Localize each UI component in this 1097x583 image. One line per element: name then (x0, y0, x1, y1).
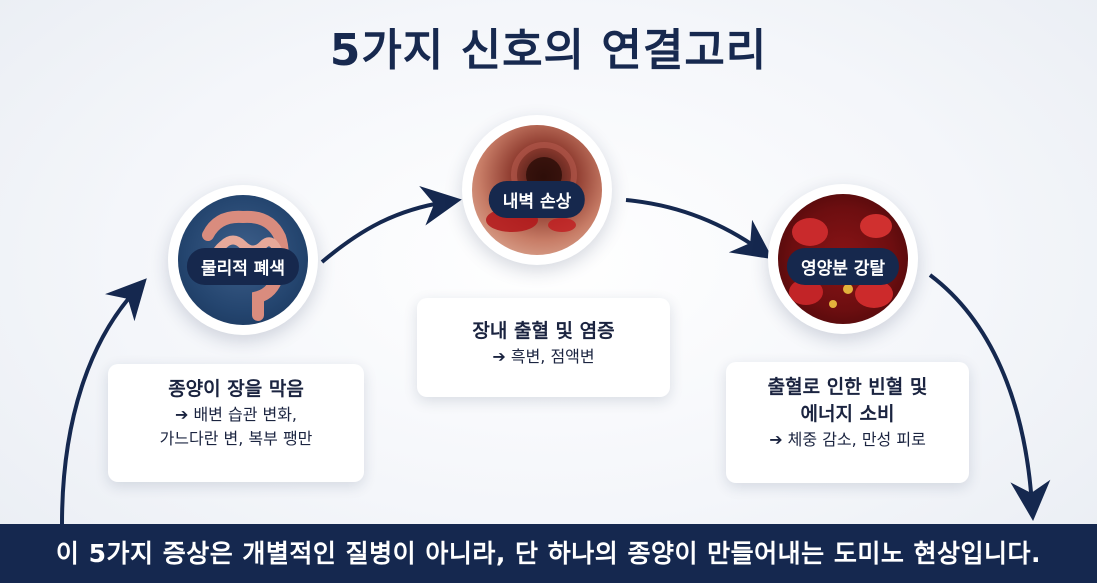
node-label: 물리적 폐색 (186, 248, 300, 285)
card-heading: 에너지 소비 (800, 403, 895, 425)
node-label: 영양분 강탈 (786, 248, 900, 285)
card-anemia: 출혈로 인한 빈혈 및 에너지 소비 ➔ 체중 감소, 만성 피로 (726, 362, 969, 483)
card-detail: ➔ 배변 습관 변화, (174, 405, 298, 424)
card-heading: 출혈로 인한 빈혈 및 (767, 376, 928, 398)
arrow-start (60, 278, 147, 525)
card-detail: 가느다란 변, 복부 팽만 (159, 429, 313, 448)
card-heading: 종양이 장을 막음 (168, 378, 304, 400)
card-obstruction: 종양이 장을 막음 ➔ 배변 습관 변화, 가느다란 변, 복부 팽만 (108, 364, 364, 482)
card-heading: 장내 출혈 및 염증 (472, 320, 615, 342)
blood-cells-icon (789, 214, 894, 308)
node-label: 내벽 손상 (488, 181, 586, 218)
card-detail: ➔ 체중 감소, 만성 피로 (769, 430, 926, 449)
arrow-2-to-3 (625, 198, 774, 260)
card-detail: ➔ 흑변, 점액변 (492, 347, 595, 366)
bottom-banner: 이 5가지 증상은 개별적인 질병이 아니라, 단 하나의 종양이 만들어내는 … (0, 524, 1097, 583)
arrow-1-to-2 (320, 185, 462, 264)
page-title: 5가지 신호의 연결고리 (329, 25, 768, 76)
arrow-end (928, 273, 1051, 521)
card-bleeding: 장내 출혈 및 염증 ➔ 흑변, 점액변 (417, 298, 670, 397)
